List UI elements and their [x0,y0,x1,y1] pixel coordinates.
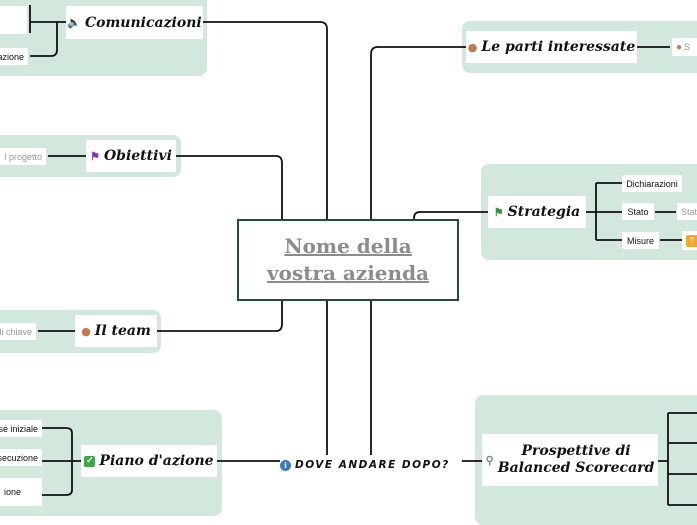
speaker-icon: 🔈 [67,16,82,29]
piano-leaf-esecuzione-label: esecuzione [0,452,38,463]
dove-label: DOVE ANDARE DOPO? [295,459,450,471]
strategia-leaf-misure[interactable]: Misure [622,232,659,249]
checkbox-icon: ✓ [84,455,96,467]
dove-andare-dopo[interactable]: i DOVE ANDARE DOPO? [280,457,450,473]
magnifier-icon: ⚲ [485,453,494,467]
topic-prospettive[interactable]: ⚲ Prospettive di Balanced Scorecard [482,434,658,486]
topic-parti-label: Le parti interessate [481,39,636,55]
topic-comunicazioni-label: Comunicazioni [85,14,202,31]
topic-parti-interessate[interactable]: ● Le parti interessate [466,31,637,63]
strategia-leaf-stato[interactable]: Stato [622,203,654,220]
topic-prospettive-line1: Prospettive di [521,443,631,459]
central-topic-line1: Nome della [284,234,412,258]
topic-obiettivi-label: Obiettivi [103,148,172,164]
strategia-stato-value[interactable]: Stat [677,203,697,220]
central-topic-text: Nome della vostra azienda [267,233,429,287]
topic-strategia[interactable]: ⚑ Strategia [488,196,586,228]
strategia-leaf-stato-label: Stato [627,206,649,217]
person-icon: ● [467,40,478,54]
parti-leaf-label: S [684,42,691,52]
strategia-misure-value[interactable]: ? [682,231,697,250]
piano-leaf-ione[interactable]: ione [0,478,42,506]
obiettivi-leaf-label: l progetto [4,151,42,162]
topic-team[interactable]: ● Il team [75,315,157,347]
piano-leaf-iniziale[interactable]: ase iniziale [0,420,42,437]
piano-leaf-iniziale-label: ase iniziale [0,423,38,434]
green-flag-icon: ⚑ [493,205,504,219]
team-leaf-label: li chiave [0,326,32,337]
topic-team-label: Il team [94,323,151,339]
obiettivi-leaf[interactable]: l progetto [0,148,46,165]
topic-comunicazioni[interactable]: 🔈 Comunicazioni [66,6,203,39]
piano-leaf-ione-label: ione [4,487,22,497]
topic-prospettive-line2: Balanced Scorecard [497,460,655,476]
purple-flag-icon: ⚑ [90,149,100,163]
topic-obiettivi[interactable]: ⚑ Obiettivi [86,140,176,172]
topic-piano-label: Piano d'azione [99,453,214,469]
warning-icon: ? [686,234,697,247]
strategia-leaf-misure-label: Misure [626,235,654,246]
team-leaf[interactable]: li chiave [0,323,36,340]
strategia-leaf-dichiarazioni-label: Dichiarazioni [626,178,678,189]
topic-prospettive-text: Prospettive di Balanced Scorecard [498,443,655,477]
comunicazioni-leaf-top[interactable] [0,6,27,34]
central-topic[interactable]: Nome della vostra azienda [237,219,459,301]
info-icon: i [280,459,291,471]
topic-strategia-label: Strategia [507,204,581,220]
person-icon: ● [676,41,683,53]
comunicazioni-leaf-label: azione [0,51,24,62]
strategia-leaf-dichiarazioni[interactable]: Dichiarazioni [622,175,682,192]
strategia-stato-value-label: Stat [681,206,697,217]
central-topic-line2: vostra azienda [266,261,430,285]
person-icon: ● [81,324,91,338]
topic-piano-azione[interactable]: ✓ Piano d'azione [81,445,217,477]
parti-leaf[interactable]: ● S [672,38,697,56]
piano-leaf-esecuzione[interactable]: esecuzione [0,449,42,466]
comunicazioni-leaf[interactable]: azione [0,48,28,65]
